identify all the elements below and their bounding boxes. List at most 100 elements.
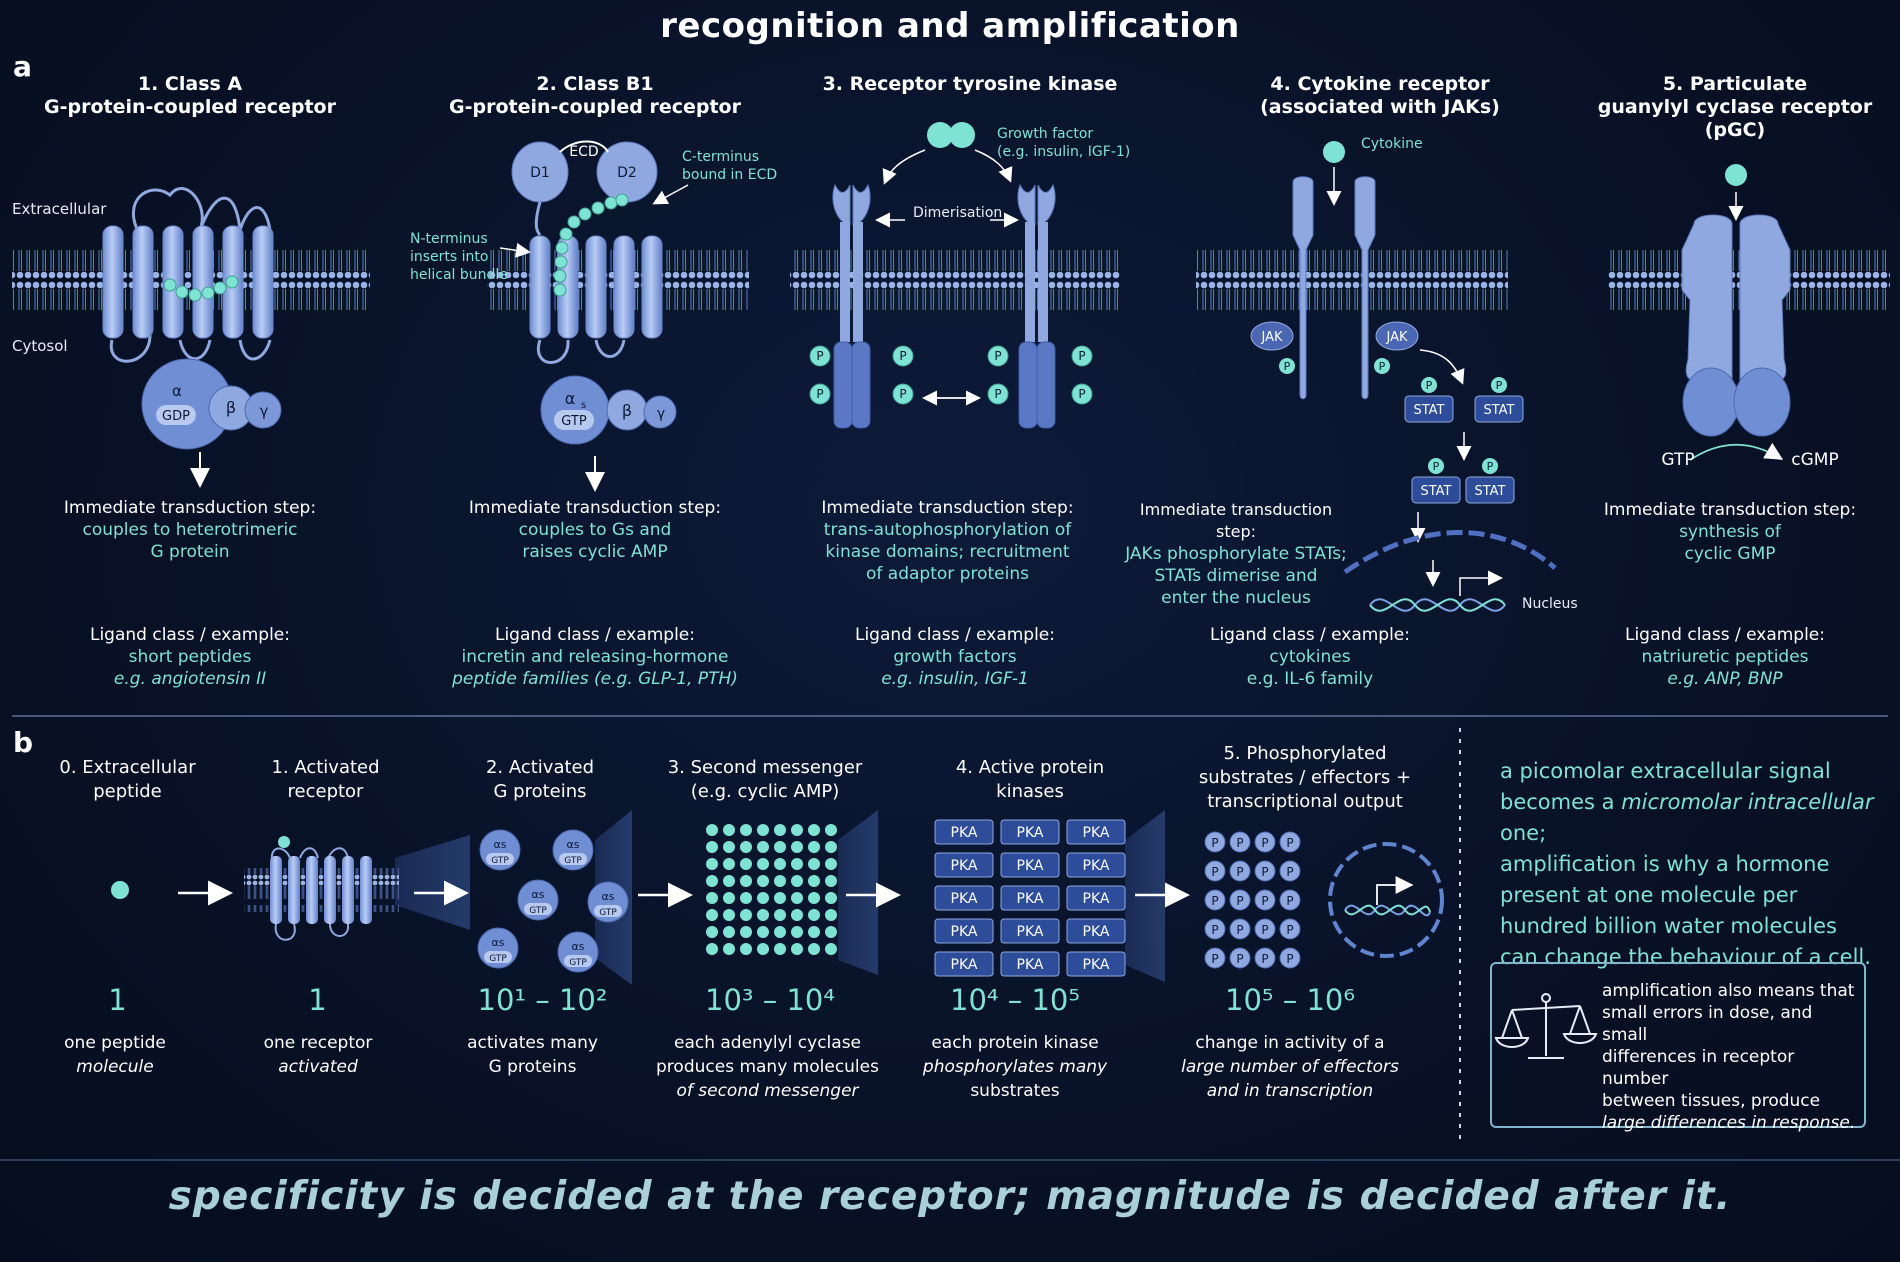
class-b1-alpha: α <box>565 389 576 408</box>
second-messenger-dot <box>723 858 735 870</box>
cytokine-step: Immediate transduction step: JAKs phosph… <box>1125 500 1347 608</box>
g-alpha-s: αs <box>602 890 615 903</box>
rtk-step: Immediate transduction step: trans-autop… <box>821 498 1074 584</box>
second-messenger-dot <box>791 909 803 921</box>
second-messenger-dot <box>706 926 718 938</box>
second-messenger-dot <box>723 943 735 955</box>
g-gtp: GTP <box>599 908 617 918</box>
rtk-p: P <box>1078 349 1085 363</box>
pka-box <box>1066 852 1126 878</box>
second-messenger-dot <box>791 824 803 836</box>
pka-box <box>1066 918 1126 944</box>
second-messenger-dot <box>757 892 769 904</box>
pka-label: PKA <box>1083 825 1110 841</box>
figure-title: recognition and amplification <box>660 6 1240 46</box>
second-messenger-dot <box>757 858 769 870</box>
rtk-p: P <box>899 387 906 401</box>
second-messenger-dot <box>757 909 769 921</box>
panel-b-letter: b <box>13 726 34 759</box>
second-messenger-dot <box>774 858 786 870</box>
g-alpha-s: αs <box>494 838 507 851</box>
second-messenger-dot <box>723 909 735 921</box>
phospho-label: P <box>1236 923 1243 937</box>
rtk-p: P <box>899 349 906 363</box>
pka-box <box>934 819 994 845</box>
second-messenger-dot <box>774 909 786 921</box>
cytokine-title: 4. Cytokine receptor(associated with JAK… <box>1260 73 1500 118</box>
stage-2-count: 10¹ – 10² <box>477 983 608 1017</box>
phospho-label: P <box>1286 894 1293 908</box>
g-gtp: GTP <box>489 954 507 964</box>
dose-sensitivity-text: amplification also means that small erro… <box>1602 981 1856 1133</box>
particulate-guanylyl-cyclase: GTP cGMP <box>1661 164 1839 470</box>
second-messenger-dot <box>808 875 820 887</box>
second-messenger-dot <box>757 875 769 887</box>
pka-label: PKA <box>951 891 978 907</box>
cytokine-receptor: JAK JAK P P STAT STAT P P STAT STAT P P <box>1250 141 1557 612</box>
phospho-substrate <box>1204 889 1226 911</box>
rtk-p: P <box>994 387 1001 401</box>
g-gtp: GTP <box>529 906 547 916</box>
second-messenger-dot <box>740 824 752 836</box>
second-messenger-dot <box>774 892 786 904</box>
second-messenger-dot <box>808 824 820 836</box>
second-messenger-dot <box>825 824 837 836</box>
phospho-substrate <box>1229 831 1251 853</box>
second-messenger-dot <box>706 943 718 955</box>
second-messenger-dot <box>774 943 786 955</box>
cytokine-ligand: Ligand class / example: cytokines e.g. I… <box>1209 625 1410 689</box>
stage-0-count: 1 <box>108 983 127 1017</box>
second-messenger-dot <box>825 858 837 870</box>
phospho-label: P <box>1211 836 1218 850</box>
second-messenger-dot <box>808 909 820 921</box>
g-gtp: GTP <box>491 856 509 866</box>
second-messenger-dot <box>740 892 752 904</box>
phospho-label: P <box>1261 894 1268 908</box>
phospho-label: P <box>1211 865 1218 879</box>
g-alpha-s: αs <box>532 888 545 901</box>
g-alpha-s: αs <box>567 838 580 851</box>
phospho-label: P <box>1286 865 1293 879</box>
second-messenger-dot <box>706 841 718 853</box>
rtk-p: P <box>816 349 823 363</box>
phospho-label: P <box>1261 836 1268 850</box>
second-messenger-dots <box>706 824 837 955</box>
second-messenger-dot <box>706 909 718 921</box>
second-messenger-dot <box>825 909 837 921</box>
second-messenger-dot <box>723 926 735 938</box>
class-a-ligand: Ligand class / example: short peptides e… <box>89 625 290 689</box>
phospho-substrate <box>1279 918 1301 940</box>
pka-box <box>1066 819 1126 845</box>
pka-label: PKA <box>1083 957 1110 973</box>
phospho-substrate <box>1204 831 1226 853</box>
phospho-substrate <box>1204 947 1226 969</box>
stage-3-title: 3. Second messenger(e.g. cyclic AMP) <box>667 757 863 802</box>
pka-box <box>1000 918 1060 944</box>
phospho-label: P <box>1286 836 1293 850</box>
phospho-substrate <box>1254 918 1276 940</box>
phospho-substrate <box>1254 831 1276 853</box>
class-a-alpha: α <box>172 382 182 400</box>
second-messenger-dot <box>808 841 820 853</box>
pgc-gtp: GTP <box>1661 450 1694 470</box>
pka-label: PKA <box>951 957 978 973</box>
class-b1-gtp: GTP <box>561 414 587 429</box>
pka-box <box>1000 852 1060 878</box>
transcription-output-icon <box>1328 842 1444 958</box>
phospho-substrate <box>1279 947 1301 969</box>
phospho-substrate <box>1279 860 1301 882</box>
second-messenger-dot <box>825 892 837 904</box>
pka-label: PKA <box>1017 957 1044 973</box>
second-messenger-dot <box>723 824 735 836</box>
phospho-label: P <box>1211 952 1218 966</box>
second-messenger-dot <box>791 943 803 955</box>
stat-dimer-label: STAT <box>1420 484 1451 499</box>
stat-label: STAT <box>1483 403 1514 418</box>
stat-dimer-label: STAT <box>1474 484 1505 499</box>
g-gtp: GTP <box>564 856 582 866</box>
extracellular-label: Extracellular <box>12 200 107 218</box>
class-b1-gpcr: α s GTP β γ D1 D2 ECD <box>499 140 689 492</box>
